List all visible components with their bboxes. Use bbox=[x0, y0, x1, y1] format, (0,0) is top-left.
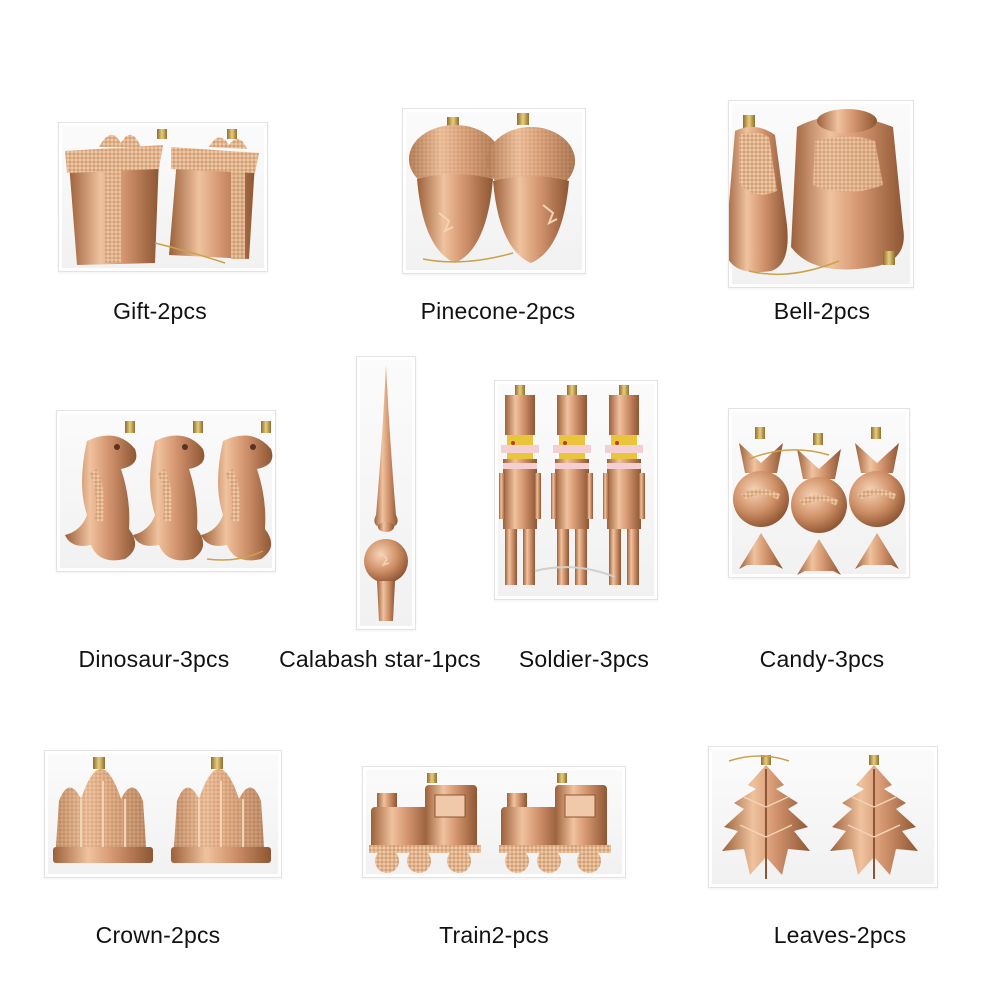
product-label: Candy-3pcs bbox=[759, 646, 885, 672]
bell-icon bbox=[728, 100, 914, 288]
product-label: Bell-2pcs bbox=[773, 298, 871, 324]
product-label: Soldier-3pcs bbox=[518, 646, 650, 672]
product-label: Crown-2pcs bbox=[95, 922, 221, 948]
product-label: Pinecone-2pcs bbox=[420, 298, 576, 324]
product-label: Leaves-2pcs bbox=[773, 922, 907, 948]
dinosaur-icon bbox=[56, 410, 276, 572]
gift-box-icon bbox=[58, 122, 268, 272]
pinecone-icon bbox=[402, 108, 586, 274]
nutcracker-soldier-icon bbox=[494, 380, 658, 600]
product-label: Gift-2pcs bbox=[113, 298, 207, 324]
leaf-icon bbox=[708, 746, 938, 888]
train-icon bbox=[362, 766, 626, 878]
product-label: Train2-pcs bbox=[439, 922, 549, 948]
product-label: Calabash star-1pcs bbox=[279, 646, 481, 672]
crown-icon bbox=[44, 750, 282, 878]
candy-icon bbox=[728, 408, 910, 578]
tree-topper-icon bbox=[356, 356, 416, 630]
product-label: Dinosaur-3pcs bbox=[78, 646, 230, 672]
